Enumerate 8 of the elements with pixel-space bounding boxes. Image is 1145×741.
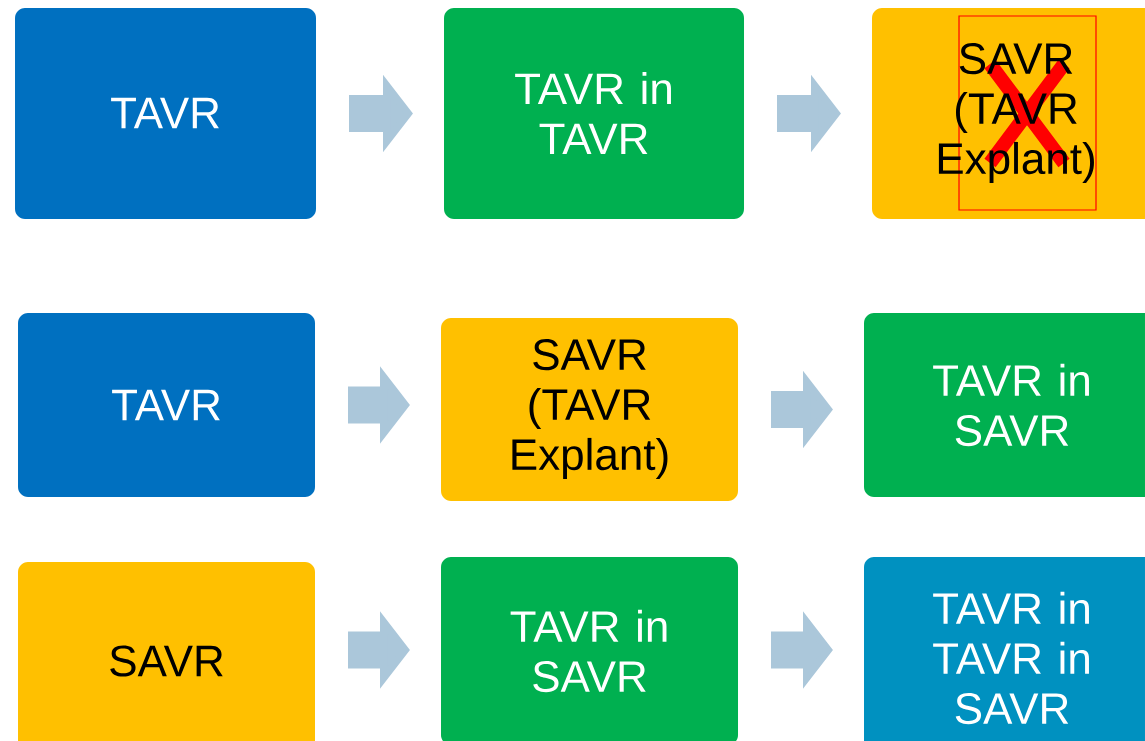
process-box: TAVR in SAVR	[864, 313, 1145, 497]
process-box: TAVR in TAVR	[444, 8, 744, 219]
process-box: SAVR	[18, 562, 315, 741]
process-box: TAVR	[15, 8, 316, 219]
process-box: SAVR (TAVR Explant)	[441, 318, 738, 501]
process-box: TAVR in SAVR	[441, 557, 738, 741]
process-box: TAVR in TAVR in SAVR	[864, 557, 1145, 741]
process-box: TAVR	[18, 313, 315, 497]
